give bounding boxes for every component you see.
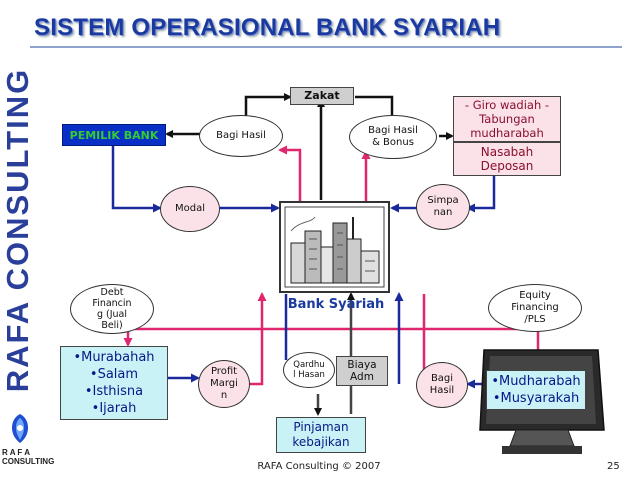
simpanan-line: Simpa — [427, 195, 459, 206]
bank-building-icon — [284, 206, 385, 288]
simpanan-ellipse: Simpa nan — [416, 184, 470, 230]
logo-caption-line: R A F A — [2, 448, 30, 457]
nasabah-line: Nasabah — [480, 145, 534, 159]
logo-caption-line: CONSULTING — [2, 457, 55, 466]
giro-line: Tabungan — [479, 112, 535, 126]
arrow-pemilik-to-modal — [111, 145, 162, 213]
qardhul-hasan-line: l Hasan — [293, 370, 325, 380]
debt-product-item: •Salam — [89, 367, 139, 382]
biaya-adm-line: Biaya — [347, 359, 377, 371]
giro-line: - Giro wadiah - — [464, 98, 550, 112]
equity-product-item: •Mudharabah — [491, 374, 581, 389]
zakat-box: Zakat — [290, 87, 354, 105]
debt-products-box: •Murabahah •Salam •Isthisna •Ijarah — [60, 346, 168, 420]
equity-financing-line: Financing — [511, 302, 559, 313]
bank-building-frame — [279, 201, 390, 293]
profit-margin-line: n — [220, 390, 228, 401]
modal-ellipse: Modal — [160, 186, 220, 232]
page-number: 25 — [607, 461, 620, 472]
debt-product-item: •Murabahah — [73, 350, 155, 365]
equity-products-box: •Mudharabah •Musyarakah — [486, 370, 586, 410]
bagi-hasil-bonus-ellipse: Bagi Hasil & Bonus — [349, 115, 437, 159]
bagi-hasil-bonus-line: Bagi Hasil — [368, 125, 418, 136]
debt-financing-line: g (Jual — [96, 309, 128, 320]
pinjaman-kebajikan-box: Pinjaman kebajikan — [276, 417, 366, 453]
giro-line: mudharabah — [470, 126, 544, 140]
simpanan-line: nan — [433, 207, 453, 218]
bagi-hasil-bottom-line: Bagi — [430, 373, 454, 384]
logo-caption: R A F A CONSULTING — [2, 448, 54, 466]
footer-text: RAFA Consulting © 2007 — [257, 461, 381, 472]
arrow-pemilik-to-bagihasil — [278, 145, 302, 204]
arrow-profit-to-bank — [248, 292, 267, 386]
biaya-adm-box: Biaya Adm — [336, 356, 388, 386]
page-title: SISTEM OPERASIONAL BANK SYARIAH — [34, 14, 501, 41]
giro-tabungan-box: - Giro wadiah - Tabungan mudharabah — [453, 96, 561, 142]
debt-product-item: •Ijarah — [91, 401, 137, 416]
qardhul-hasan-ellipse: Qardhu l Hasan — [283, 352, 335, 388]
bagi-hasil-bottom-ellipse: Bagi Hasil — [416, 362, 468, 408]
debt-financing-ellipse: Debt Financin g (Jual Beli) — [70, 284, 154, 334]
debt-financing-line: Beli) — [101, 320, 123, 331]
pinjaman-line: kebajikan — [292, 435, 350, 449]
equity-financing-line: Equity — [519, 290, 551, 301]
pemilik-bank-box: PEMILIK BANK — [62, 124, 166, 146]
profit-margin-line: Margi — [210, 378, 238, 389]
rafa-logo-icon — [12, 414, 28, 443]
equity-product-item: •Musyarakah — [492, 391, 580, 406]
profit-margin-line: Profit — [210, 366, 238, 377]
nasabah-line: Deposan — [480, 159, 534, 173]
equity-financing-line: /PLS — [524, 314, 546, 325]
nasabah-deposan-box: Nasabah Deposan — [453, 142, 561, 176]
debt-financing-line: Debt — [100, 287, 124, 298]
biaya-adm-line: Adm — [350, 371, 374, 383]
qardhul-hasan-line: Qardhu — [293, 360, 325, 370]
bagi-hasil-top-ellipse: Bagi Hasil — [199, 115, 283, 157]
bagi-hasil-bonus-line: & Bonus — [372, 137, 414, 148]
profit-margin-ellipse: Profit Margi n — [198, 360, 250, 408]
debt-product-item: •Isthisna — [84, 384, 144, 399]
debt-financing-line: Financin — [92, 298, 132, 309]
title-divider — [30, 46, 622, 48]
bagi-hasil-bottom-line: Hasil — [429, 385, 455, 396]
arrow-nasabah-to-simpanan — [466, 176, 496, 213]
bank-syariah-label: Bank Syariah — [287, 297, 385, 312]
equity-financing-ellipse: Equity Financing /PLS — [488, 284, 582, 332]
pinjaman-line: Pinjaman — [293, 420, 349, 434]
arrow-zakat-bonus — [355, 95, 396, 124]
